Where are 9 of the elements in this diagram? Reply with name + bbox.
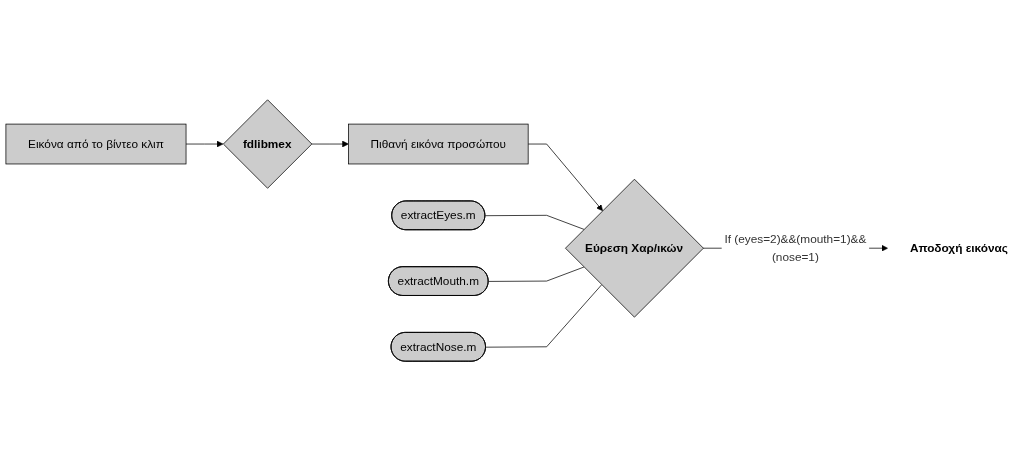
node-box: Εικόνα από το βίντεο κλιπ — [5, 123, 187, 165]
connector — [488, 266, 585, 282]
connector — [484, 214, 585, 230]
edge-label: If (eyes=2)&&(mouth=1)&&(nose=1) — [724, 232, 867, 263]
node-diamond: Εύρεση Χαρ/ικών — [565, 178, 704, 318]
node-box: Πιθανή εικόνα προσώπου — [348, 123, 529, 165]
connector — [485, 284, 602, 348]
node-diamond: fdlibmex — [223, 99, 313, 189]
node-text: Αποδοχή εικόνας — [909, 241, 1008, 255]
